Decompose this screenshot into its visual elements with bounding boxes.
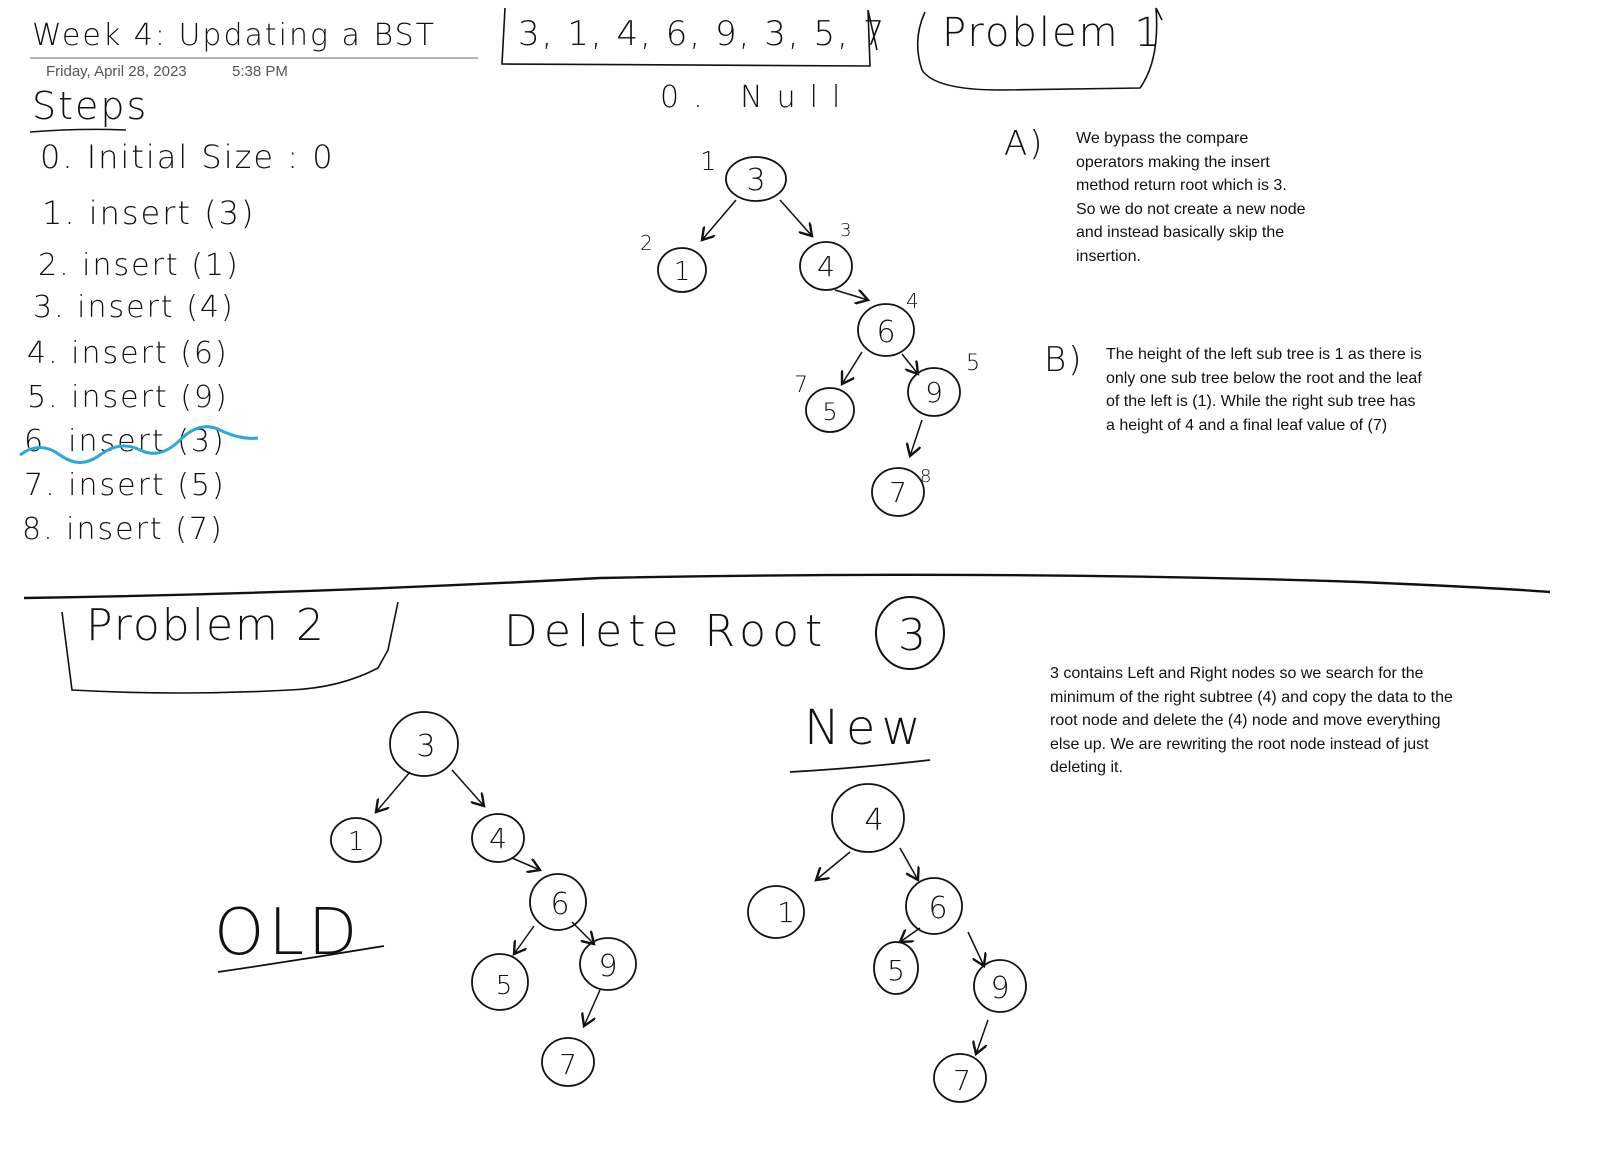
tree-node <box>805 387 855 433</box>
tree-node-label: 6 <box>928 891 947 926</box>
tree-node <box>529 873 587 931</box>
tree-node <box>330 817 382 863</box>
tree-node-label: 5 <box>887 954 905 987</box>
step-item: 3. insert (4) <box>33 290 235 325</box>
old-underline <box>217 945 385 973</box>
problem1-tree: 3 1 4 6 5 9 7 1 2 3 4 7 5 8 <box>640 147 980 517</box>
step-item: 0. Initial Size : 0 <box>40 138 335 176</box>
step-item: 7. insert (5) <box>24 468 226 503</box>
step-number: 8 <box>920 466 931 487</box>
note-time: 5:38 PM <box>232 63 288 80</box>
old-tree: 3 1 4 6 5 9 7 <box>330 711 637 1087</box>
problem2-explanation: 3 contains Left and Right nodes so we se… <box>1050 665 1453 776</box>
new-label: New <box>804 700 927 756</box>
step-number: 5 <box>966 351 980 376</box>
tree-node <box>389 711 459 777</box>
tree-node <box>541 1037 595 1087</box>
answer-b-label: B) <box>1044 340 1084 380</box>
tree-node <box>725 156 787 202</box>
tree-node <box>657 247 707 293</box>
step-number: 1 <box>700 147 717 177</box>
tree-node <box>871 467 925 517</box>
heading-node-label: 3 <box>898 610 926 661</box>
delete-root-heading: Delete Root <box>504 606 829 657</box>
tree-node-label: 9 <box>925 376 943 409</box>
step-item: 8. insert (7) <box>22 512 224 547</box>
step-number: 4 <box>906 289 919 313</box>
tree-node <box>973 959 1027 1013</box>
tree-node-label: 6 <box>550 887 569 922</box>
step-zero-null: 0. Null <box>660 80 855 115</box>
tree-node-label: 4 <box>864 803 883 838</box>
step-number: 3 <box>840 220 851 241</box>
tree-node-label: 9 <box>990 971 1009 1006</box>
problem1-label: Problem 1 <box>942 10 1162 56</box>
answer-a-text: We bypass the compare operators making t… <box>1076 130 1306 265</box>
tree-node-label: 5 <box>496 971 513 1001</box>
steps-underline <box>29 128 127 133</box>
tree-node <box>799 241 853 291</box>
tree-node-label: 6 <box>876 315 895 350</box>
tree-node <box>933 1053 987 1103</box>
step-item: 5. insert (9) <box>27 380 229 415</box>
problem2-box <box>61 601 399 694</box>
problem2-label: Problem 2 <box>86 600 326 651</box>
tree-node-label: 1 <box>348 827 365 857</box>
new-underline <box>789 759 931 773</box>
tree-node-label: 9 <box>598 949 617 984</box>
tree-node-label: 4 <box>489 822 507 855</box>
tree-node <box>471 813 525 863</box>
tree-node-label: 5 <box>822 398 837 426</box>
tree-node <box>873 941 919 995</box>
sequence-box-text: 3, 1, 4, 6, 9, 3, 5, 7 <box>518 14 887 54</box>
step-item: 1. insert (3) <box>42 194 256 232</box>
new-tree: 4 1 6 5 9 7 <box>747 783 1027 1103</box>
answer-b-text: The height of the left sub tree is 1 as … <box>1106 346 1422 434</box>
answer-a-label: A) <box>1004 124 1045 164</box>
tree-node <box>857 303 915 357</box>
section-divider <box>23 573 1551 600</box>
step-item: 2. insert (1) <box>38 248 240 283</box>
tree-node <box>831 783 905 853</box>
heading-node <box>875 596 945 670</box>
tree-node-label: 7 <box>559 1048 577 1081</box>
tree-node-label: 3 <box>416 729 435 764</box>
tree-node-label: 4 <box>817 250 835 283</box>
note-date: Friday, April 28, 2023 <box>46 63 187 80</box>
tree-node-label: 1 <box>674 257 691 287</box>
tree-node <box>907 367 961 417</box>
old-label: OLD <box>214 896 362 970</box>
step-item: 4. insert (6) <box>27 336 229 371</box>
strike-scribble <box>19 425 259 464</box>
tree-node <box>905 877 963 935</box>
tree-node <box>747 885 805 939</box>
sequence-box <box>501 7 878 67</box>
tree-node <box>471 953 529 1011</box>
problem1-box <box>916 7 1163 91</box>
tree-node-label: 7 <box>953 1064 971 1097</box>
tree-node-label: 7 <box>889 476 907 509</box>
steps-heading: Steps <box>32 84 149 128</box>
tree-node-label: 1 <box>777 896 795 929</box>
tree-node <box>579 937 637 991</box>
step-number: 2 <box>640 231 653 255</box>
step-number: 7 <box>794 373 808 398</box>
page-title: Week 4: Updating a BST <box>32 18 436 53</box>
tree-node-label: 3 <box>746 163 765 198</box>
